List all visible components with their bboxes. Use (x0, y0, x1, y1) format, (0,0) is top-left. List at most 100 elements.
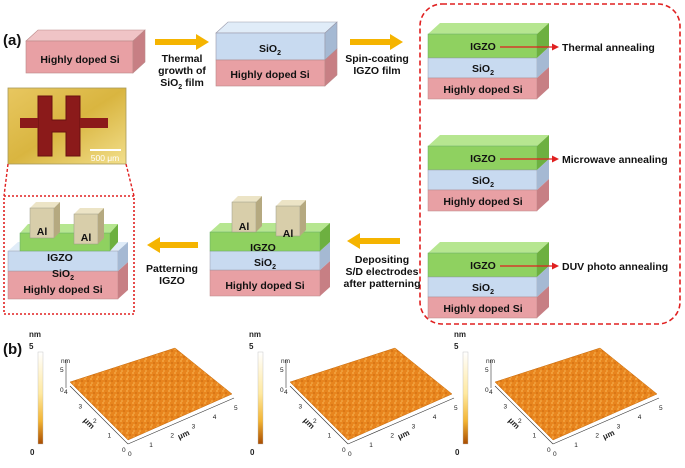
step-spin-line1: Spin-coating (345, 53, 409, 65)
optical-micrograph: 500 μm (7, 87, 127, 165)
colorbar-unit: nm (29, 330, 41, 339)
colorbar-unit: nm (249, 330, 261, 339)
al-electrode-label: Al (239, 221, 250, 233)
process-arrow (147, 237, 198, 253)
zoom-guide (3, 163, 9, 197)
y-tick-label: 4 (489, 389, 493, 396)
y-tick-label: 2 (93, 418, 97, 425)
colorbar (257, 351, 264, 445)
x-tick-label: 4 (638, 414, 642, 421)
y-tick-label: 3 (79, 404, 83, 411)
sio2-layer-label: SiO2 (254, 257, 276, 271)
x-tick-label: 3 (617, 423, 621, 430)
x-tick-label: 5 (659, 405, 663, 412)
x-axis (552, 397, 660, 445)
sio2-layer-label: SiO2 (259, 43, 281, 57)
colorbar (37, 351, 44, 445)
z-axis-max: 5 (280, 367, 284, 374)
y-tick-label: 1 (108, 433, 112, 440)
y-tick-label: 4 (64, 389, 68, 396)
al-electrode-label: Al (37, 226, 48, 238)
y-axis (69, 385, 129, 445)
y-tick-label: 0 (342, 447, 346, 454)
igzo-layer-label: IGZO (250, 242, 276, 254)
step-thermal-line1: Thermal (162, 53, 203, 65)
z-axis-max: 5 (485, 367, 489, 374)
afm-surface (289, 347, 453, 441)
y-axis (494, 385, 554, 445)
step-thermal-line3: SiO2 film (160, 77, 204, 91)
al-electrode-label: Al (81, 232, 92, 244)
igzo-stack-duv: IGZO SiO2 Highly doped Si DUV photo anne… (427, 242, 668, 319)
z-axis-max: 5 (60, 367, 64, 374)
panel-label-a: (a) (3, 32, 21, 49)
igzo-layer-label: IGZO (47, 252, 73, 264)
y-tick-label: 4 (284, 389, 288, 396)
y-tick-label: 3 (504, 404, 508, 411)
zoom-guide (125, 163, 135, 197)
x-tick-label: 2 (390, 433, 394, 440)
y-tick-label: 1 (533, 433, 537, 440)
step-spin-coating: Spin-coating IGZO film (345, 53, 409, 77)
scale-bar-label: 500 μm (91, 153, 120, 163)
colorbar-max: 5 (29, 342, 34, 351)
step-patterning: Patterning IGZO (146, 263, 198, 287)
microwave-annealing-label: Microwave annealing (562, 154, 668, 166)
process-arrow (350, 34, 403, 50)
z-axis-unit: nm (61, 358, 70, 365)
si-layer-label: Highly doped Si (443, 84, 522, 96)
x-tick-label: 1 (149, 442, 153, 449)
step-depositing-line3: after patterning (343, 278, 420, 290)
x-axis-unit: μm (601, 428, 616, 441)
igzo-layer-label: IGZO (470, 41, 496, 53)
x-tick-label: 4 (213, 414, 217, 421)
x-tick-label: 0 (553, 451, 557, 458)
y-axis (289, 385, 349, 445)
x-axis-unit: μm (396, 428, 411, 441)
sio2-layer-label: SiO2 (472, 282, 494, 296)
x-tick-label: 1 (574, 442, 578, 449)
z-axis-min: 0 (60, 387, 64, 394)
y-tick-label: 0 (547, 447, 551, 454)
y-tick-label: 3 (299, 404, 303, 411)
colorbar-min: 0 (455, 448, 460, 457)
panel-label-b: (b) (3, 341, 22, 358)
y-tick-label: 2 (518, 418, 522, 425)
process-arrow (347, 233, 400, 249)
x-tick-label: 2 (595, 433, 599, 440)
step-depositing-line1: Depositing (355, 254, 409, 266)
igzo-stack-thermal: IGZO SiO2 Highly doped Si Thermal anneal… (427, 23, 655, 100)
sio2-layer-label: SiO2 (472, 175, 494, 189)
colorbar-min: 0 (250, 448, 255, 457)
step-thermal-line2: growth of (158, 65, 206, 77)
x-axis (347, 397, 455, 445)
final-device-box (3, 195, 135, 315)
step-patterning-line1: Patterning (146, 263, 198, 275)
si-layer-label: Highly doped Si (225, 280, 304, 292)
si-layer-label: Highly doped Si (40, 54, 119, 66)
y-tick-label: 1 (328, 433, 332, 440)
annealing-options-box (419, 3, 681, 325)
x-tick-label: 0 (128, 451, 132, 458)
colorbar-min: 0 (30, 448, 35, 457)
colorbar-max: 5 (454, 342, 459, 351)
z-axis-unit: nm (281, 358, 290, 365)
duv-annealing-label: DUV photo annealing (562, 261, 668, 273)
step-spin-line2: IGZO film (353, 65, 400, 77)
x-tick-label: 4 (433, 414, 437, 421)
z-axis-min: 0 (485, 387, 489, 394)
afm-surface (494, 347, 658, 441)
x-tick-label: 5 (454, 405, 458, 412)
x-tick-label: 5 (234, 405, 238, 412)
al-electrode-label: Al (283, 228, 294, 240)
sio2-si-block: SiO2 Highly doped Si (215, 21, 338, 87)
x-tick-label: 0 (348, 451, 352, 458)
x-axis (127, 397, 235, 445)
afm-surface (69, 347, 233, 441)
x-tick-label: 2 (170, 433, 174, 440)
sio2-layer-label: SiO2 (52, 268, 74, 282)
